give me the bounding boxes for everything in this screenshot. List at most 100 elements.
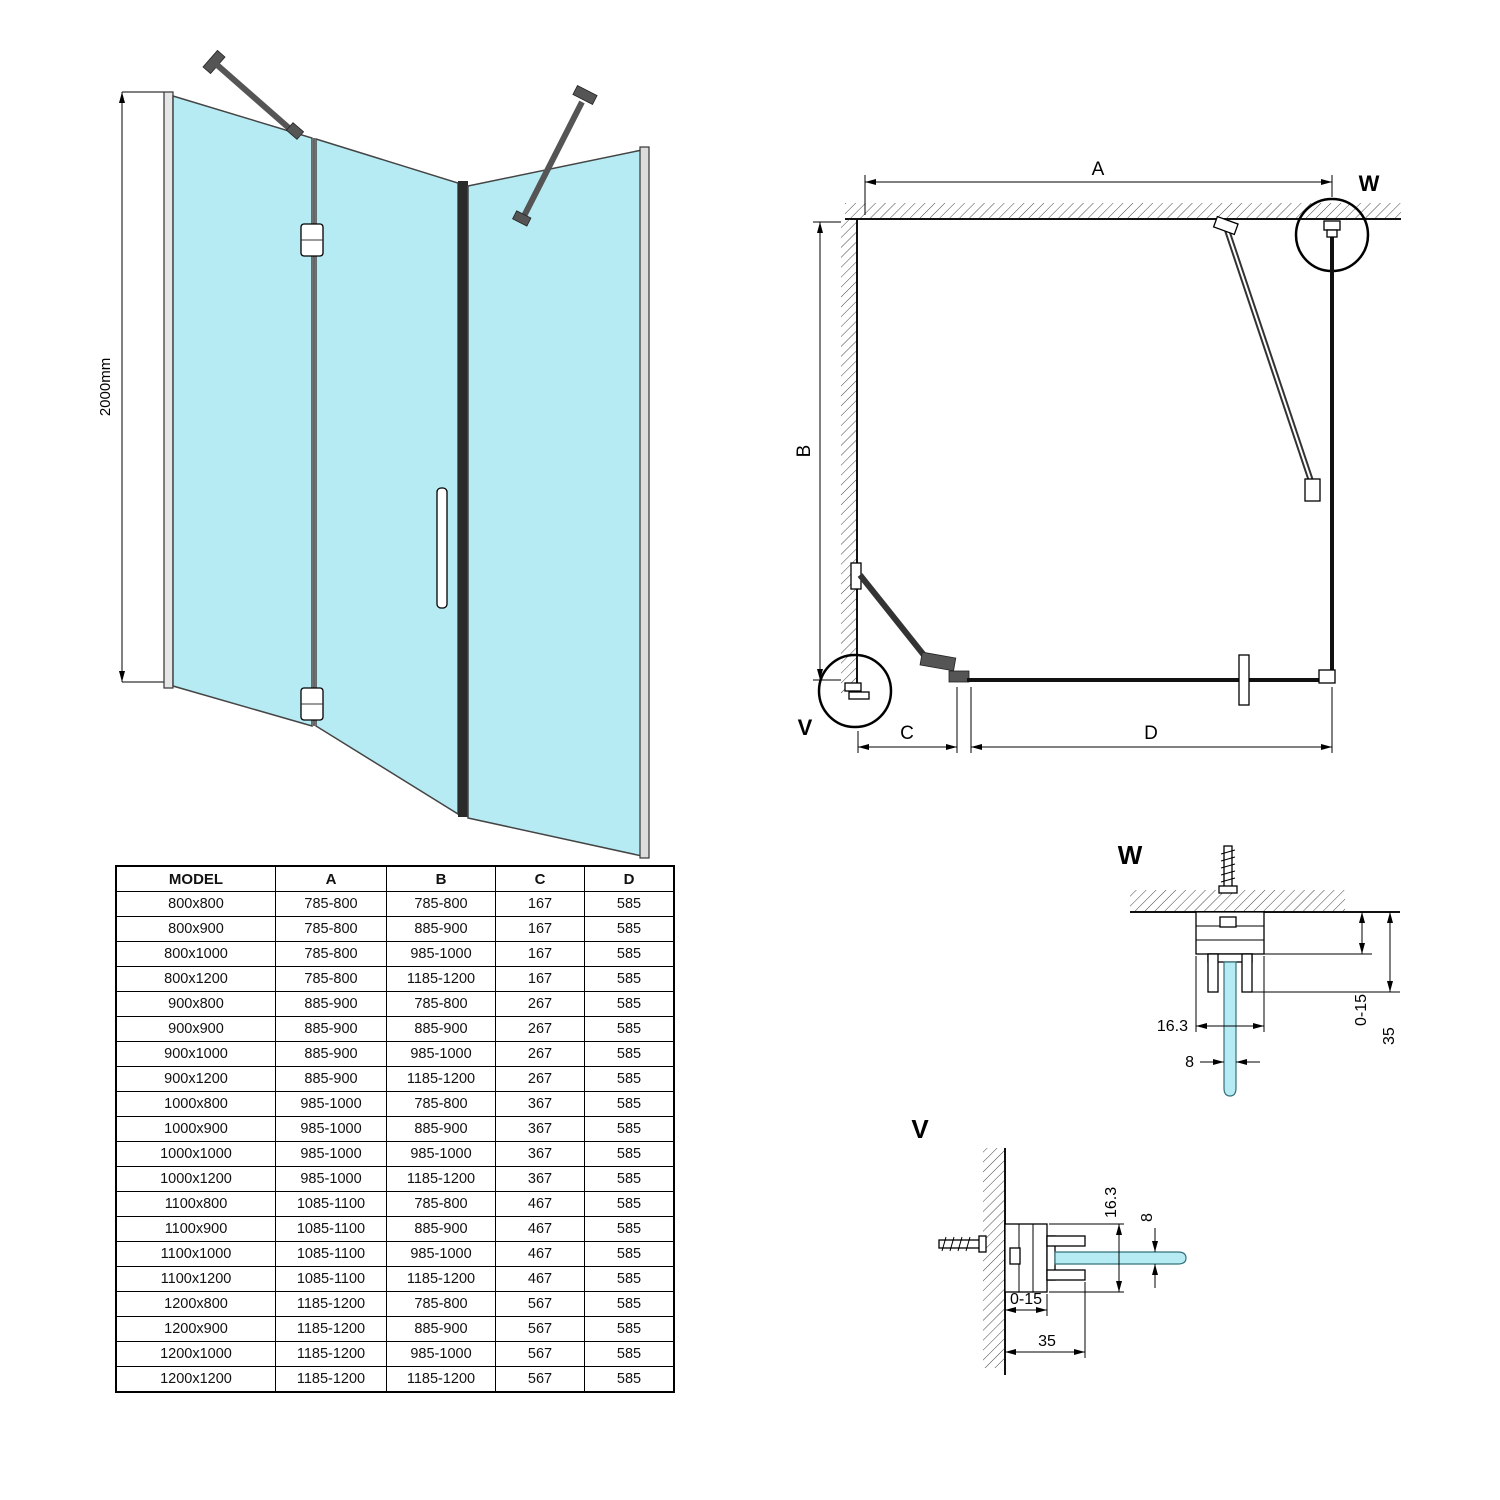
diagonal-support-strut: [1212, 215, 1321, 502]
ceiling-profile: [1195, 911, 1265, 955]
table-cell: 885-900: [275, 1066, 387, 1092]
table-cell: 585: [584, 1316, 675, 1342]
dimension-a: A: [864, 159, 1333, 215]
left-wall: [841, 219, 858, 695]
table-cell: 785-800: [386, 891, 496, 917]
table-cell: 567: [495, 1291, 585, 1317]
table-cell: 467: [495, 1191, 585, 1217]
table-cell: 267: [495, 1041, 585, 1067]
table-cell: 1185-1200: [386, 1266, 496, 1292]
detail-v: V 16.3: [911, 1114, 1187, 1375]
table-cell: 585: [584, 1191, 675, 1217]
table-cell: 1000x1200: [115, 1166, 276, 1192]
strut-glass-clamp: [1304, 478, 1321, 502]
dimension-w-glass: 8: [1185, 1054, 1260, 1071]
dimension-w-total: 35: [1252, 912, 1400, 1045]
table-cell: 1000x800: [115, 1091, 276, 1117]
dimension-d: D: [970, 687, 1333, 753]
strut-wall-plate: [572, 85, 598, 105]
detail-w-ref-label: W: [1359, 171, 1380, 196]
table-cell: 1185-1200: [386, 1366, 496, 1393]
table-cell: 167: [495, 966, 585, 992]
table-cell: 985-1000: [386, 1041, 496, 1067]
ceiling-hatch: [1130, 890, 1345, 912]
table-cell: 785-800: [275, 891, 387, 917]
column-header: A: [275, 865, 387, 892]
glass-clamp: [1207, 953, 1253, 993]
table-cell: 1085-1100: [275, 1216, 387, 1242]
dim-v-width-label: 16.3: [1103, 1187, 1120, 1218]
table-cell: 785-800: [386, 1291, 496, 1317]
table-cell: 1100x1000: [115, 1241, 276, 1267]
table-cell: 367: [495, 1116, 585, 1142]
table-cell: 585: [584, 1016, 675, 1042]
section-details-drawing: W 16.3: [911, 840, 1400, 1375]
table-cell: 1185-1200: [275, 1366, 387, 1393]
table-cell: 1000x1000: [115, 1141, 276, 1167]
table-cell: 467: [495, 1241, 585, 1267]
table-cell: 900x1000: [115, 1041, 276, 1067]
dim-v-glass-label: 8: [1139, 1213, 1156, 1222]
table-cell: 885-900: [386, 1116, 496, 1142]
table-cell: 900x800: [115, 991, 276, 1017]
table-cell: 800x900: [115, 916, 276, 942]
dimension-v-width: 16.3: [1049, 1187, 1124, 1293]
dimension-v-total: 35: [1005, 1282, 1086, 1358]
wall-hatch: [983, 1148, 1005, 1368]
strut-glass-clamp: [512, 210, 532, 227]
table-cell: 585: [584, 1041, 675, 1067]
fixed-panel-glass: [172, 94, 313, 727]
table-cell: 585: [584, 1266, 675, 1292]
dim-d-label: D: [1144, 723, 1158, 744]
dim-w-total-label: 35: [1381, 1027, 1398, 1045]
table-cell: 1185-1200: [275, 1316, 387, 1342]
table-cell: 585: [584, 891, 675, 917]
table-cell: 985-1000: [275, 1091, 387, 1117]
table-cell: 585: [584, 1166, 675, 1192]
table-cell: 585: [584, 966, 675, 992]
table-cell: 800x1000: [115, 941, 276, 967]
table-cell: 900x900: [115, 1016, 276, 1042]
dim-v-total-label: 35: [1038, 1333, 1056, 1350]
detail-v-title: V: [911, 1114, 929, 1144]
table-cell: 900x1200: [115, 1066, 276, 1092]
table-cell: 985-1000: [275, 1116, 387, 1142]
table-cell: 567: [495, 1366, 585, 1393]
table-cell: 1185-1200: [386, 1066, 496, 1092]
column-header: MODEL: [115, 865, 276, 892]
table-cell: 1085-1100: [275, 1266, 387, 1292]
table-cell: 367: [495, 1141, 585, 1167]
table-cell: 1085-1100: [275, 1191, 387, 1217]
door-handle-plan: [1238, 654, 1250, 706]
table-cell: 367: [495, 1166, 585, 1192]
bottom-anchor-hardware: [844, 682, 870, 700]
table-cell: 885-900: [386, 1016, 496, 1042]
table-cell: 567: [495, 1341, 585, 1367]
table-cell: 985-1000: [275, 1166, 387, 1192]
plan-view-drawing: A W B V C D: [794, 159, 1401, 753]
door-hinge-assembly: [850, 562, 970, 683]
table-cell: 785-800: [275, 916, 387, 942]
glass-panel: [1054, 1251, 1187, 1265]
table-cell: 585: [584, 916, 675, 942]
top-hinge: [300, 223, 324, 257]
table-cell: 985-1000: [386, 1141, 496, 1167]
table-cell: 785-800: [386, 991, 496, 1017]
right-edge-profile: [639, 146, 650, 859]
table-cell: 467: [495, 1216, 585, 1242]
table-cell: 1185-1200: [386, 966, 496, 992]
dim-w-glass-label: 8: [1185, 1054, 1194, 1071]
